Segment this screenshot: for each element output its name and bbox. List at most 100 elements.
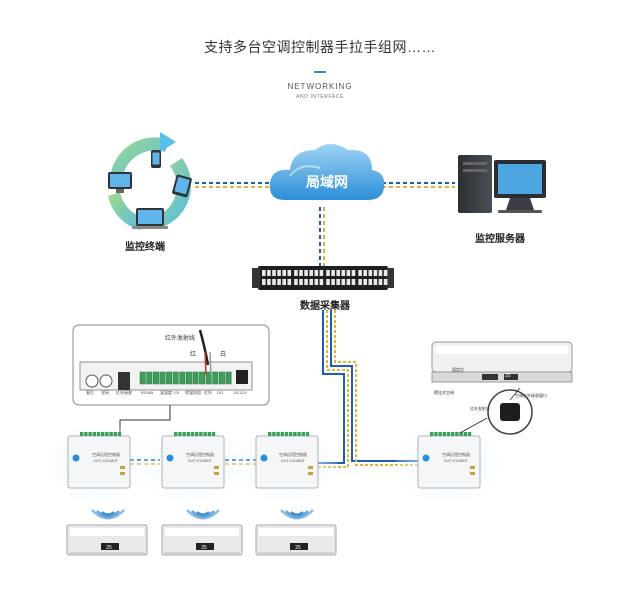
controller-terminal [195, 432, 199, 436]
ac-emitter-label: 红外发射头 [470, 406, 490, 411]
controller-terminal [301, 432, 305, 436]
server-pc-icon [458, 155, 546, 213]
port-label-ir-receive: 红外接收 [116, 390, 132, 395]
controller-led [120, 472, 125, 475]
controller-terminal [182, 432, 186, 436]
collector-port [331, 270, 335, 276]
controller-logo-icon [260, 454, 268, 462]
lan-cloud-label: 局域网 [306, 174, 348, 190]
controller-terminal [109, 432, 113, 436]
controller-terminal [186, 432, 190, 436]
collector-port [319, 270, 324, 276]
collector-port [304, 270, 308, 276]
ac-receive-window-label: 空调红外接收窗口 [515, 393, 547, 398]
controller-row [46, 424, 500, 504]
controller-terminal [455, 432, 459, 436]
subtitle-networking: NETWORKING [287, 82, 353, 91]
page-title: 支持多台空调控制器手拉手组网…… [204, 39, 436, 55]
controller-terminal [280, 432, 284, 436]
collector-port [299, 279, 303, 285]
ac-unit-row [66, 524, 337, 556]
collector-port [262, 270, 266, 276]
collector-port [346, 270, 351, 276]
controller-terminal [88, 432, 92, 436]
ir-cable [198, 329, 210, 366]
controller-terminal [305, 432, 310, 436]
controller-2-model: DXT-KG480T [187, 458, 212, 463]
terminal-block [218, 371, 225, 385]
collector-port [314, 279, 319, 285]
terminal-block [159, 371, 166, 385]
controller-terminal [84, 432, 88, 436]
collector-port [358, 279, 362, 285]
terminal-block [192, 371, 199, 385]
collector-port [282, 270, 286, 276]
port-label-do: DO [217, 390, 223, 395]
collector-port [336, 279, 340, 285]
controller-led [308, 466, 313, 469]
terminal-block [166, 371, 173, 385]
controller-terminal [80, 432, 84, 436]
collector-port [373, 270, 378, 276]
collector-port [326, 270, 330, 276]
ac-fixed-label: 固定位 [452, 367, 464, 372]
controller-terminal [284, 432, 289, 436]
dc-jack-icon [236, 370, 248, 384]
controller-detail-panel [72, 324, 270, 440]
port-label-dc12v: DC12V [234, 390, 247, 395]
collector-port [373, 279, 378, 285]
collector-port [262, 279, 266, 285]
collector-port [294, 279, 298, 285]
wifi-row [91, 509, 314, 520]
collector-port [309, 279, 313, 285]
controller-terminal [96, 432, 101, 436]
wifi-signal-icon [191, 510, 215, 518]
controller-terminal [207, 432, 211, 436]
collector-port [272, 270, 276, 276]
collector-port [351, 270, 356, 276]
controller-led [470, 472, 475, 475]
server-label: 监控服务器 [475, 234, 525, 245]
collector-port [341, 270, 346, 276]
collector-port [272, 279, 276, 285]
port-label-learn: 学码 [101, 390, 109, 395]
cable-cloud-collector [319, 207, 325, 266]
collector-port-grid [262, 270, 388, 285]
ac-unit-panel [259, 528, 333, 536]
terminal-block [172, 371, 179, 385]
collector-port [368, 270, 373, 276]
wifi-signal-icon [280, 509, 314, 520]
subtitle-interface: AND INTERFACE [296, 94, 344, 100]
collector-port [309, 270, 313, 276]
collector-port [368, 279, 373, 285]
collector-port [358, 270, 362, 276]
port-label-reset: 复位 [86, 390, 94, 395]
controller-terminal [446, 432, 451, 436]
collector-port [319, 279, 324, 285]
controller-terminal [203, 432, 207, 436]
ac-unit-panel [70, 528, 144, 536]
wifi-signal-icon [196, 511, 210, 516]
lan-cloud-icon [269, 144, 385, 200]
controller-terminal [297, 432, 301, 436]
port-label-th-di: 温湿度 / DI [160, 390, 180, 395]
collector-port [314, 270, 319, 276]
port-label-rs485: RS485 [141, 390, 154, 395]
terminal-cycle-icon [108, 132, 192, 230]
controller-terminal [105, 432, 109, 436]
ac-callout-temp: 25 [505, 373, 511, 379]
collector-port [378, 270, 383, 276]
collector-port [326, 279, 330, 285]
red-wire-label: 红 [190, 352, 197, 358]
controller-terminal [174, 432, 178, 436]
controller-terminal [430, 432, 434, 436]
ac-unit-3-temp: 25 [295, 545, 301, 551]
controller-terminal [459, 432, 463, 436]
collector-port [287, 279, 292, 285]
wifi-signal-icon [91, 509, 125, 520]
collector-port [287, 270, 292, 276]
controller-1-model: DXT-KG480T [93, 458, 118, 463]
collector-port [267, 279, 271, 285]
terminal-blocks [139, 371, 232, 385]
collector-port [267, 270, 271, 276]
